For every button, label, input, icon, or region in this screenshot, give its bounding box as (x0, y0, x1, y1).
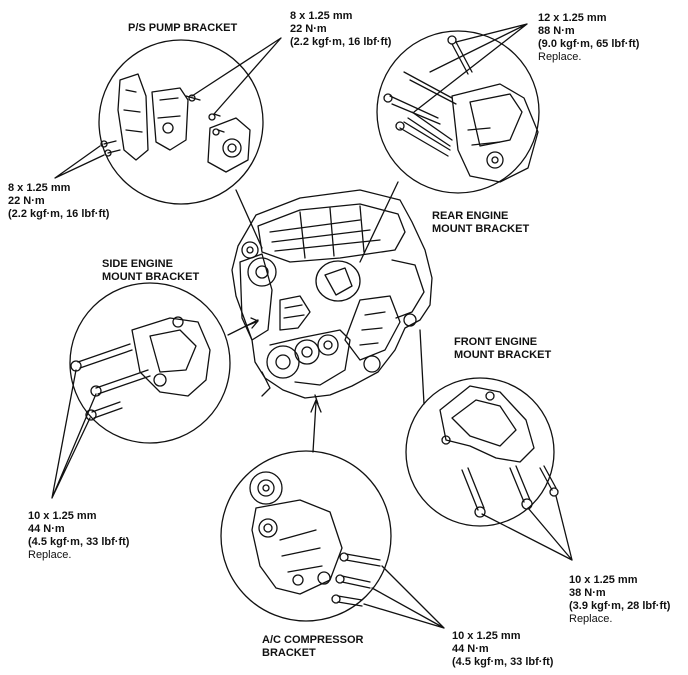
front-mount-torque-spec: 10 x 1.25 mm 38 N·m (3.9 kgf·m, 28 lbf·f… (569, 574, 671, 625)
ps-pump-left-torque-spec: 8 x 1.25 mm 22 N·m (2.2 kgf·m, 16 lbf·ft… (8, 182, 110, 220)
ps-pump-bracket-parts (54, 37, 282, 179)
ac-compressor-callout-circle (220, 450, 392, 622)
rear-mount-callout-circle (376, 30, 540, 194)
front-mount-callout-circle (405, 377, 555, 527)
ps-pump-callout-circle (98, 39, 264, 205)
ps-pump-bracket-label: P/S PUMP BRACKET (128, 22, 238, 34)
rear-engine-mount-bracket-label: REAR ENGINE MOUNT BRACKET (432, 210, 530, 235)
engine-block-illustration (231, 189, 433, 405)
rear-mount-bracket-parts (383, 23, 539, 183)
front-engine-mount-bracket-label: FRONT ENGINE MOUNT BRACKET (454, 336, 552, 361)
ac-compressor-bracket-parts (249, 471, 445, 629)
ac-compressor-bracket-label: A/C COMPRESSOR BRACKET (262, 634, 364, 659)
rear-mount-torque-spec: 12 x 1.25 mm 88 N·m (9.0 kgf·m, 65 lbf·f… (538, 12, 640, 63)
side-mount-bracket-parts (51, 316, 211, 499)
side-mount-callout-circle (69, 282, 231, 444)
side-mount-torque-spec: 10 x 1.25 mm 44 N·m (4.5 kgf·m, 33 lbf·f… (28, 510, 130, 561)
side-engine-mount-bracket-label: SIDE ENGINE MOUNT BRACKET (102, 258, 200, 283)
ps-pump-top-torque-spec: 8 x 1.25 mm 22 N·m (2.2 kgf·m, 16 lbf·ft… (290, 10, 392, 48)
ac-compressor-torque-spec: 10 x 1.25 mm 44 N·m (4.5 kgf·m, 33 lbf·f… (452, 630, 554, 668)
front-mount-bracket-parts (439, 385, 573, 561)
